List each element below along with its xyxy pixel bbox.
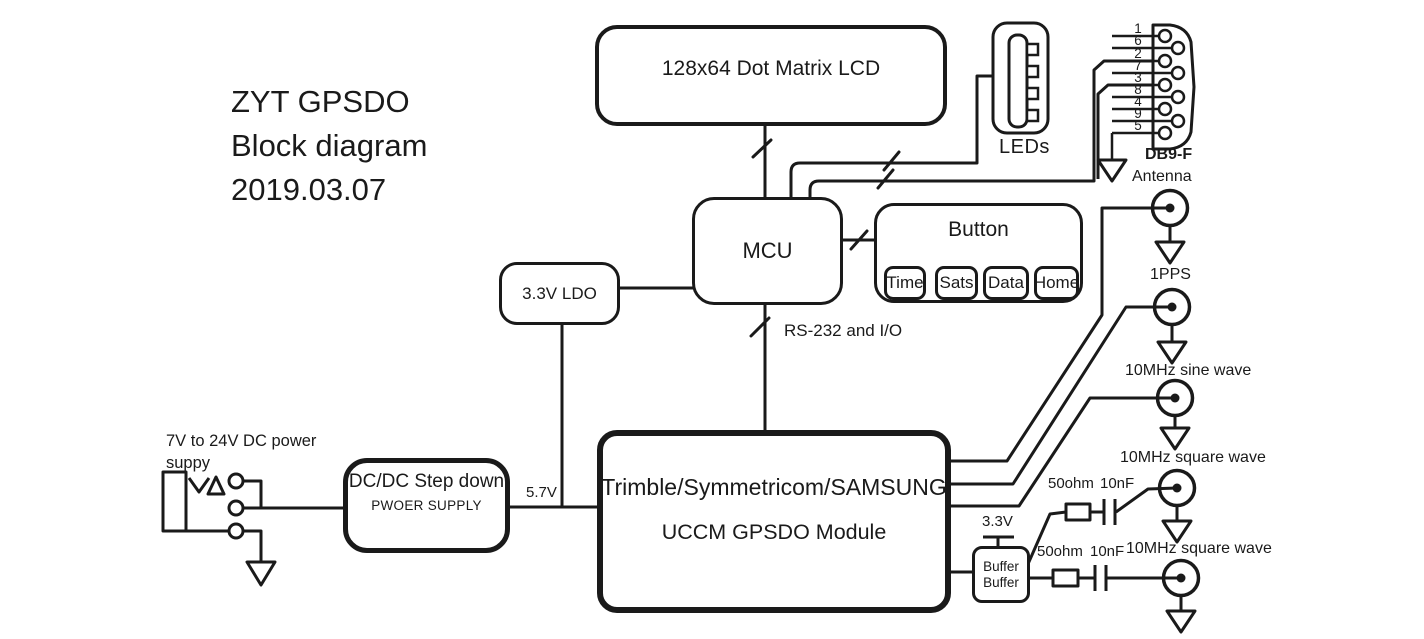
rs232-label: RS-232 and I/O	[784, 321, 903, 340]
wire-jack-tip	[243, 479, 263, 508]
db9-pin-number: 9	[1134, 106, 1142, 121]
jack-terminal-tip	[227, 472, 245, 490]
db9-pin-number: 8	[1134, 82, 1142, 97]
jack-terminal-mid	[227, 499, 245, 517]
wire-db9-pin2	[808, 59, 1165, 199]
title-line1: ZYT GPSDO	[231, 84, 410, 119]
ldo-label: 3.3V LDO	[522, 283, 597, 303]
wire-module-antenna	[949, 206, 1170, 463]
antenna-label: Antenna	[1132, 168, 1192, 185]
db9-pin-number: 6	[1134, 33, 1142, 48]
cap2-symbol	[1093, 565, 1108, 591]
power-input-line2: suppy	[166, 454, 211, 472]
cap2-label: 10nF	[1090, 543, 1125, 560]
db9-pin-number: 2	[1134, 46, 1142, 61]
db9-connector	[1096, 23, 1196, 183]
key-sats: Sats	[935, 266, 978, 300]
leds-icon	[991, 21, 1050, 135]
buffer-block: Buffer Buffer	[972, 546, 1030, 603]
wire-leds-mcu	[789, 74, 995, 199]
ldo-block: 3.3V LDO	[499, 262, 620, 325]
power-input-line1: 7V to 24V DC power	[166, 432, 317, 450]
cap1-symbol	[1102, 499, 1117, 525]
lcd-label: 128x64 Dot Matrix LCD	[661, 56, 881, 80]
db9-pin-number: 5	[1134, 118, 1142, 133]
title-line3: 2019.03.07	[231, 172, 387, 207]
power-input-label: 7V to 24V DC power suppy	[166, 430, 316, 474]
sine-out-label: 10MHz sine wave	[1125, 362, 1252, 379]
db9-pin-holes	[1157, 28, 1186, 141]
db9-label: DB9-F	[1145, 146, 1193, 163]
jack-switch-contact	[187, 477, 211, 494]
jack-pin-arrow	[206, 475, 226, 496]
key-data: Data	[983, 266, 1029, 300]
bus-slash-db9	[876, 168, 895, 190]
cap1-label: 10nF	[1100, 475, 1135, 492]
ground-symbol-sine	[1159, 426, 1191, 451]
buffer-label-line1: Buffer	[983, 558, 1019, 574]
square-out2-label: 10MHz square wave	[1126, 540, 1272, 557]
db9-pin-lines	[1112, 34, 1178, 135]
resistor2-label: 50ohm	[1037, 543, 1083, 560]
diagram-title: ZYT GPSDO Block diagram 2019.03.07	[231, 80, 427, 212]
wire-module-1pps	[949, 305, 1172, 486]
square1-connector	[1157, 468, 1197, 544]
bus-slash-lcd	[751, 138, 773, 159]
gpsdo-module-block: Trimble/Symmetricom/SAMSUNG UCCM GPSDO M…	[597, 430, 951, 613]
mcu-label: MCU	[742, 238, 793, 263]
wire-module-sine	[949, 396, 1175, 508]
ground-symbol-square2	[1165, 609, 1197, 634]
buffer-label-line2: Buffer	[983, 574, 1019, 590]
ground-symbol-pps	[1156, 340, 1188, 365]
bus-slash-leds	[882, 150, 901, 172]
key-home: Home	[1034, 266, 1079, 300]
dcdc-block: DC/DC Step down PWOER SUPPLY	[343, 458, 510, 553]
db9-pin-number: 4	[1134, 94, 1142, 109]
pps-label: 1PPS	[1150, 266, 1191, 283]
resistor1-symbol	[1064, 502, 1092, 522]
db9-pin-number: 7	[1134, 58, 1142, 73]
square-out1-label: 10MHz square wave	[1120, 449, 1266, 466]
resistor1-label: 50ohm	[1048, 475, 1094, 492]
resistor2-symbol	[1051, 568, 1080, 588]
dcdc-label-line1: DC/DC Step down	[348, 471, 505, 492]
key-time: Time	[884, 266, 926, 300]
jack-terminal-sleeve	[227, 522, 245, 540]
mcu-block: MCU	[692, 197, 843, 305]
ground-symbol-antenna	[1154, 240, 1186, 265]
antenna-connector	[1150, 188, 1190, 265]
ground-symbol-db9	[1096, 158, 1128, 183]
square2-connector	[1161, 558, 1201, 634]
leds-label: LEDs	[999, 136, 1050, 158]
bus-slash-rs232	[749, 316, 771, 338]
title-line2: Block diagram	[231, 128, 428, 163]
bus-slash-button	[849, 229, 869, 251]
ground-symbol-square1	[1161, 519, 1193, 544]
dcdc-label-line2: PWOER SUPPLY	[371, 498, 482, 513]
rail-3v3-label: 3.3V	[982, 513, 1013, 530]
lcd-block: 128x64 Dot Matrix LCD	[595, 25, 947, 126]
rail-5v7-label: 5.7V	[526, 484, 557, 501]
db9-pin-number: 1	[1134, 21, 1142, 36]
ground-symbol-jack	[245, 560, 277, 587]
button-panel-block: Button Time Sats Data Home	[874, 203, 1083, 303]
wire-jack-sleeve	[172, 529, 263, 562]
pps-connector	[1152, 287, 1192, 365]
db9-pin-number: 3	[1134, 70, 1142, 85]
module-label-line1: Trimble/Symmetricom/SAMSUNG	[601, 474, 947, 500]
module-label-line2: UCCM GPSDO Module	[661, 520, 887, 544]
sine-connector	[1155, 378, 1195, 451]
wire-c1-connector	[1115, 486, 1178, 514]
dc-jack-icon	[161, 470, 245, 540]
wire-buffer-out1	[1026, 510, 1067, 565]
button-panel-title: Button	[948, 218, 1009, 241]
